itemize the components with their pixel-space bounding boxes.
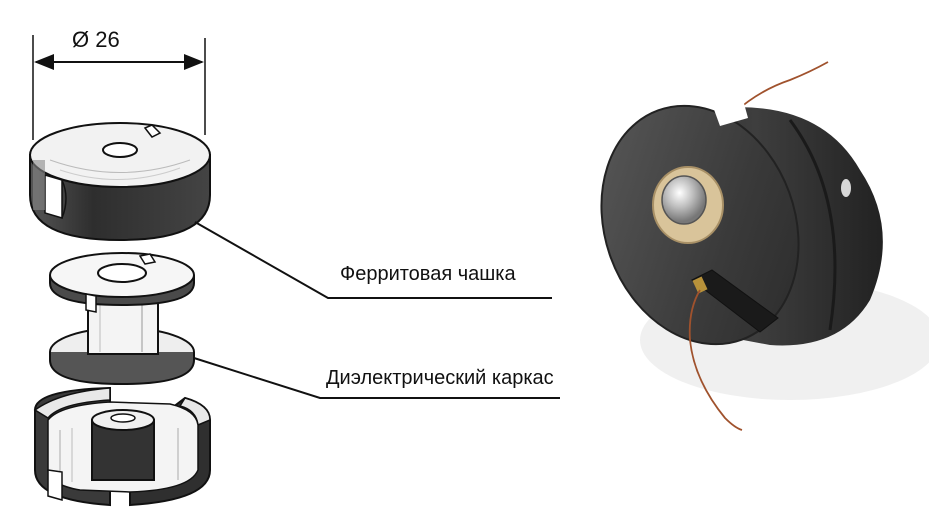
leader-line-dielectric-frame [193, 357, 560, 399]
label-dielectric-frame-group: Диэлектрический каркас [193, 357, 560, 399]
top-ferrite-cup-half [29, 122, 211, 242]
bottom-lead-wire [688, 289, 743, 431]
label-ferrite-cup: Ферритовая чашка [340, 263, 516, 285]
top-lead-wire [734, 61, 829, 113]
screw-head [661, 175, 707, 225]
dimension-label: Ø 26 [72, 27, 120, 52]
assembled-pot-core-photo [600, 61, 929, 431]
dimension-annotation: Ø 26 [32, 27, 206, 140]
label-ferrite-cup-group: Ферритовая чашка [194, 221, 552, 299]
bottom-ferrite-cup-half [33, 386, 211, 507]
label-dielectric-frame: Диэлектрический каркас [326, 367, 554, 389]
leader-line-ferrite-cup [194, 221, 552, 299]
dielectric-bobbin [49, 252, 195, 386]
